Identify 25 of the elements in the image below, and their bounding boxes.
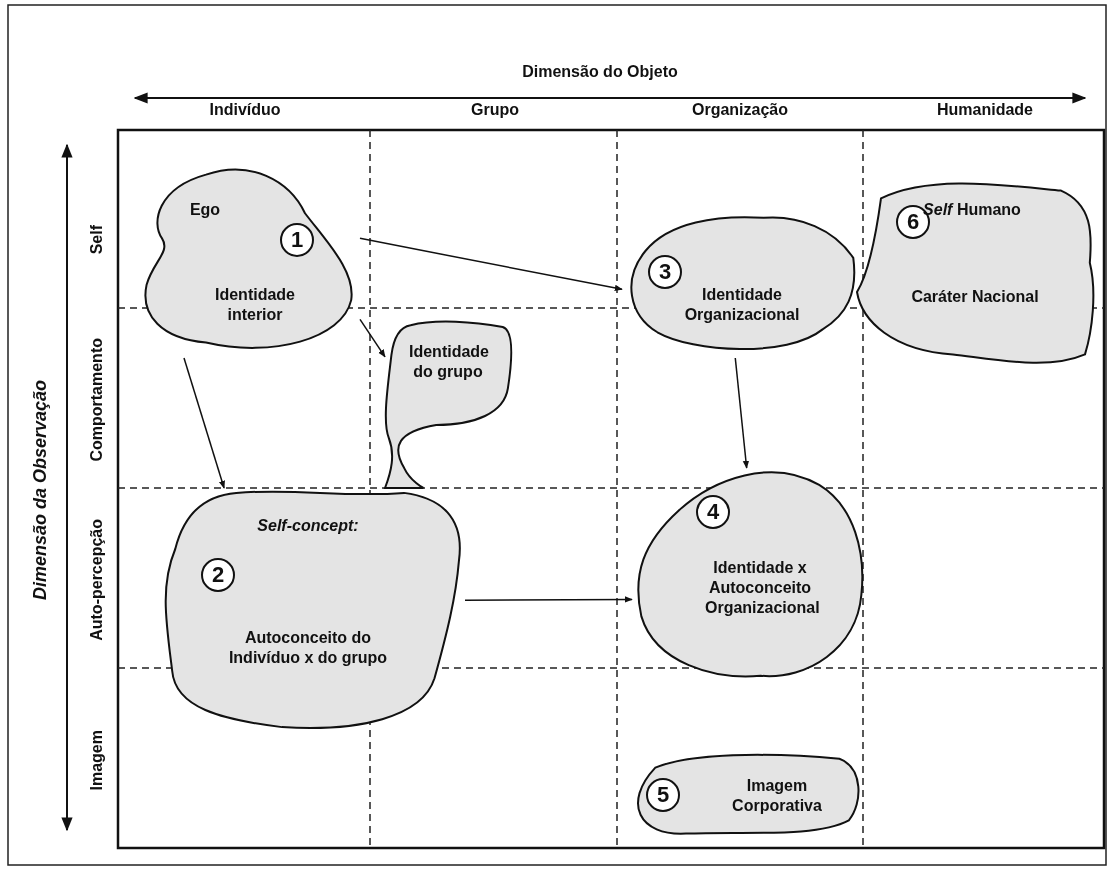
row-header: Auto-percepção (88, 519, 106, 641)
arrow (359, 318, 386, 358)
column-header: Grupo (471, 100, 519, 120)
axis-title: Dimensão do Objeto (522, 62, 678, 82)
node-label: Self Humano (923, 200, 1021, 220)
node-label: Caráter Nacional (911, 287, 1039, 307)
column-header: Indivíduo (209, 100, 281, 120)
node-label: Identidade interior (214, 285, 296, 325)
node-label: Self-concept: (257, 516, 359, 536)
arrow (183, 357, 225, 489)
arrow (464, 596, 633, 603)
column-header: Humanidade (937, 100, 1033, 120)
node-label: Identidade do grupo (409, 342, 487, 382)
blob-shape (385, 322, 513, 488)
node-label: Imagem Corporativa (731, 776, 823, 816)
row-header: Self (88, 225, 106, 255)
node-label: Identidade Organizacional (683, 285, 801, 325)
arrow (359, 237, 623, 292)
arrow (734, 357, 750, 469)
node-label: Ego (189, 200, 221, 220)
row-header: Imagem (88, 729, 106, 791)
column-header: Organização (692, 100, 788, 120)
node-label: Autoconceito do Indivíduo x do grupo (228, 628, 388, 668)
row-header: Comportamento (88, 338, 106, 462)
axis-label: Dimensão da Observação (29, 379, 51, 601)
